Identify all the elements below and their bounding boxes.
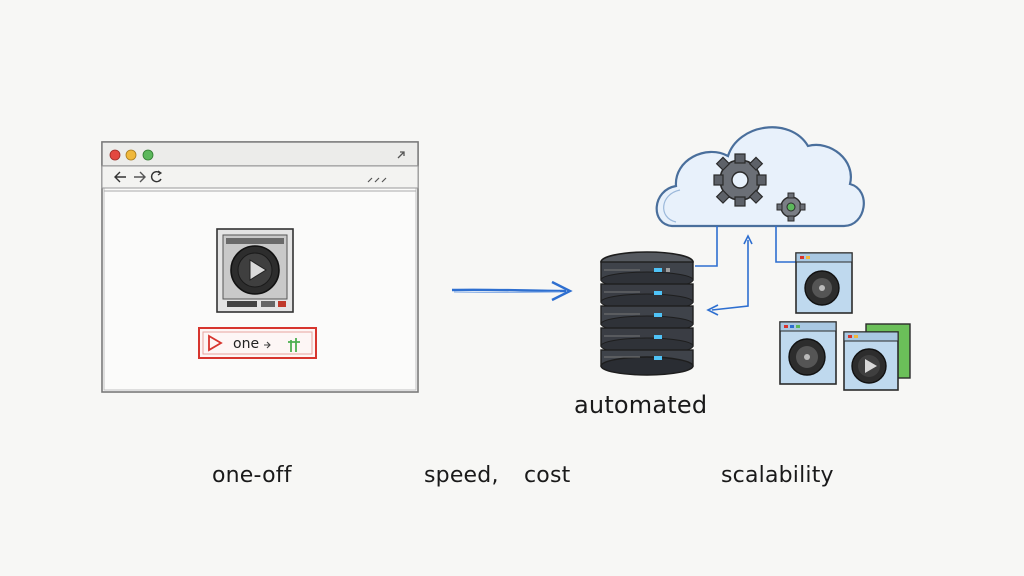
green-mark-icon: [288, 338, 300, 352]
one-off-label: one-off: [212, 463, 292, 488]
traffic-lights: [109, 149, 154, 161]
media-window-3: [843, 323, 911, 391]
gear-icon: [713, 153, 767, 207]
speed-label: speed,: [424, 463, 499, 488]
close-dot-icon[interactable]: [109, 149, 121, 161]
forward-icon[interactable]: [134, 171, 146, 183]
one-off-run-button[interactable]: [198, 327, 317, 359]
media-window-2: [779, 321, 837, 385]
back-icon[interactable]: [114, 171, 126, 183]
cost-label: cost: [524, 463, 571, 488]
maximize-dot-icon[interactable]: [142, 149, 154, 161]
minimize-dot-icon[interactable]: [125, 149, 137, 161]
one-off-button-label: one: [233, 336, 260, 352]
automated-label: automated: [574, 391, 708, 419]
connector-lines: [695, 226, 796, 316]
play-icon: [208, 334, 223, 352]
flow-arrow: [451, 280, 573, 302]
small-gear-icon: [776, 192, 806, 222]
title-bar-extension-icon[interactable]: [397, 151, 405, 159]
server-stack-icon: [600, 251, 694, 376]
reload-icon[interactable]: [150, 170, 163, 183]
video-player-widget[interactable]: [216, 228, 294, 313]
scalability-label: scalability: [721, 463, 834, 488]
browser-menu-icon[interactable]: [367, 177, 387, 183]
media-window-1: [795, 252, 853, 314]
